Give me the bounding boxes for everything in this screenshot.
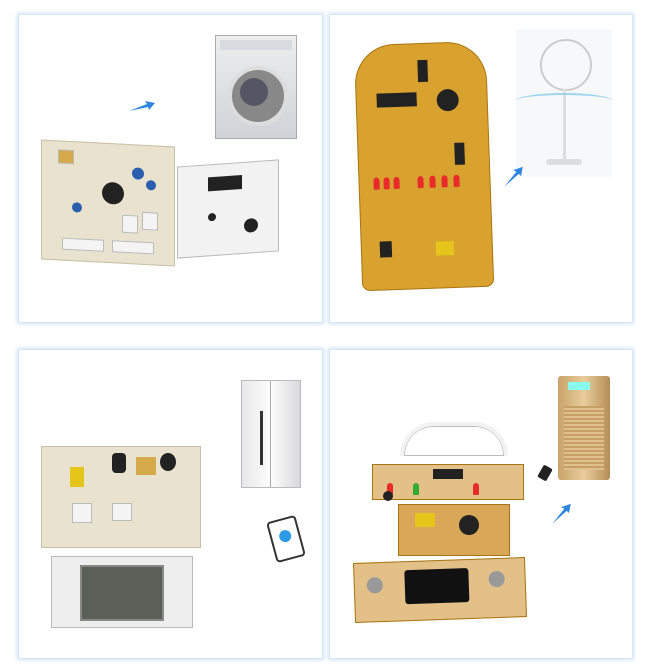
air-purifier-pcb-panel — [329, 349, 633, 659]
fan-pcb-panel — [329, 14, 633, 323]
washing-machine-pcb-panel — [18, 14, 323, 323]
air-purifier-icon — [558, 376, 610, 480]
smartphone-icon — [266, 514, 306, 564]
arrow-icon — [129, 101, 155, 111]
washing-machine-icon — [215, 35, 297, 139]
middle-pcb-image — [398, 504, 510, 556]
arrow-icon — [552, 503, 571, 524]
fan-pcb-image — [353, 40, 495, 292]
control-pcb-image — [41, 446, 201, 548]
arrow-icon — [504, 166, 523, 187]
top-pcb-image — [372, 464, 524, 501]
refrigerator-pcb-panel — [18, 349, 323, 659]
display-pcb-image — [353, 557, 527, 623]
main-pcb-image — [41, 139, 175, 267]
display-pcb-image — [177, 159, 279, 259]
display-pcb-image — [51, 556, 193, 628]
fan-icon — [516, 29, 612, 177]
refrigerator-icon — [241, 380, 301, 488]
remote-control-icon — [537, 464, 553, 482]
ribbon-cable-icon — [400, 422, 508, 456]
